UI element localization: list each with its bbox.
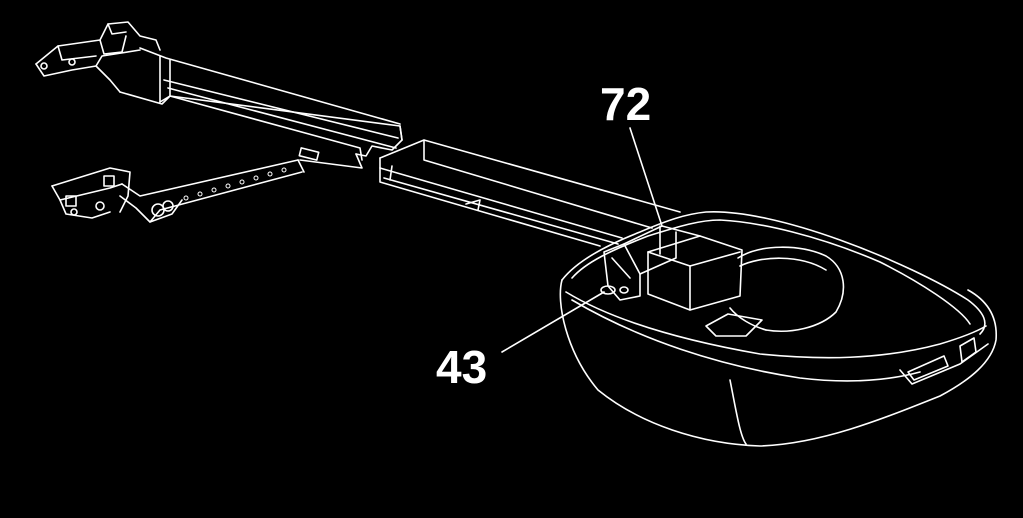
callout-43-label: 43: [436, 341, 487, 393]
door-arm: [51, 159, 305, 223]
callout-43: 43: [436, 291, 605, 393]
screw-hole: [600, 285, 629, 295]
header-bracket: [35, 21, 161, 93]
rail-rear-section: [119, 47, 403, 169]
rail-front-section: [379, 139, 681, 247]
motor-housing: [559, 210, 997, 447]
callout-72: 72: [600, 78, 663, 227]
callout-72-label: 72: [600, 78, 651, 130]
